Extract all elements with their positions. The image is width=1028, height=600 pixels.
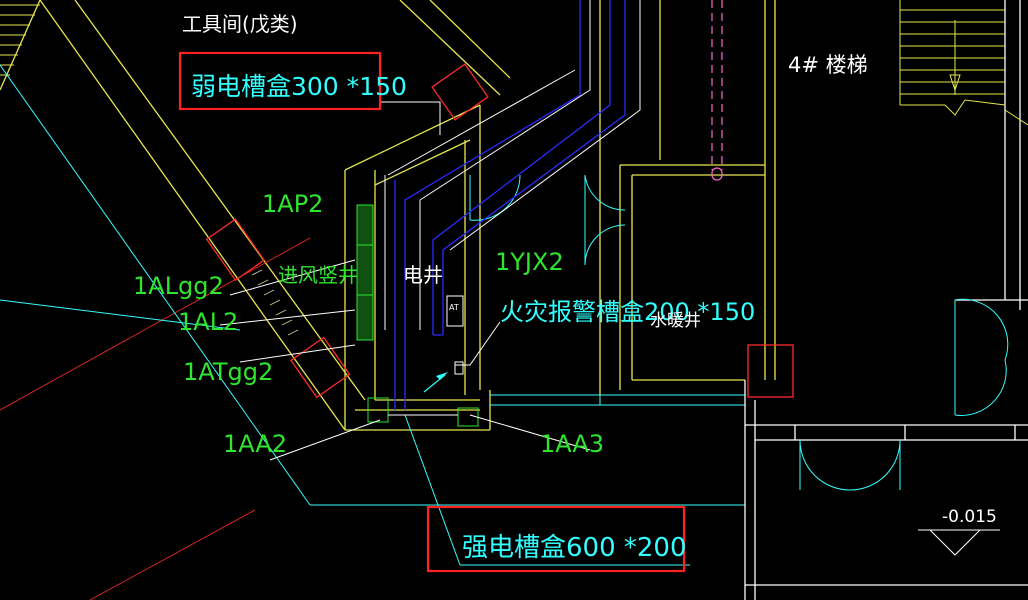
red-equipment bbox=[205, 63, 794, 399]
cable-trays-blue bbox=[394, 0, 626, 410]
label-aa3: 1AA3 bbox=[540, 430, 604, 458]
label-elevation: -0.015 bbox=[942, 507, 997, 527]
elevation-marker bbox=[918, 529, 1000, 556]
leader-lines bbox=[219, 101, 591, 461]
label-alg: 1ALgg2 bbox=[133, 272, 224, 300]
label-weak-tray: 弱电槽盒300 *150 bbox=[191, 72, 407, 101]
bottom-boxes bbox=[367, 397, 479, 427]
label-alarm-tray: 火灾报警槽盒200 *150 bbox=[500, 298, 755, 326]
cable-trays-white bbox=[384, 0, 641, 330]
at-box bbox=[446, 295, 464, 327]
label-tool-room: 工具间(戊类) bbox=[182, 12, 298, 36]
highlight-weak-tray bbox=[178, 51, 382, 111]
label-aa2: 1AA2 bbox=[223, 430, 287, 458]
shaft-walls bbox=[344, 0, 776, 430]
label-at-box: AT bbox=[449, 303, 459, 312]
label-stair: 4# 楼梯 bbox=[788, 53, 868, 77]
right-walls bbox=[744, 0, 1028, 600]
label-air-shaft: 进风竖井 bbox=[278, 263, 358, 287]
label-atg: 1ATgg2 bbox=[183, 358, 273, 386]
arrow-marker bbox=[423, 372, 448, 393]
label-strong-tray: 强电槽盒600 *200 bbox=[462, 533, 687, 563]
magenta-pipe bbox=[711, 0, 723, 181]
stair-4-treads bbox=[899, 0, 1028, 126]
label-ap2: 1AP2 bbox=[262, 190, 323, 218]
cyan-lines bbox=[0, 64, 745, 566]
red-axis-lines bbox=[0, 237, 311, 600]
highlight-strong-tray bbox=[426, 505, 686, 573]
label-elec-shaft: 电井 bbox=[403, 263, 443, 287]
panel-hatch bbox=[356, 204, 374, 341]
stair-hatch-left bbox=[0, 4, 40, 76]
label-al2: 1AL2 bbox=[178, 308, 238, 336]
label-yjx2: 1YJX2 bbox=[495, 248, 564, 276]
diagonal-hatch bbox=[251, 269, 299, 336]
label-water-shaft: 水暖井 bbox=[650, 311, 701, 331]
